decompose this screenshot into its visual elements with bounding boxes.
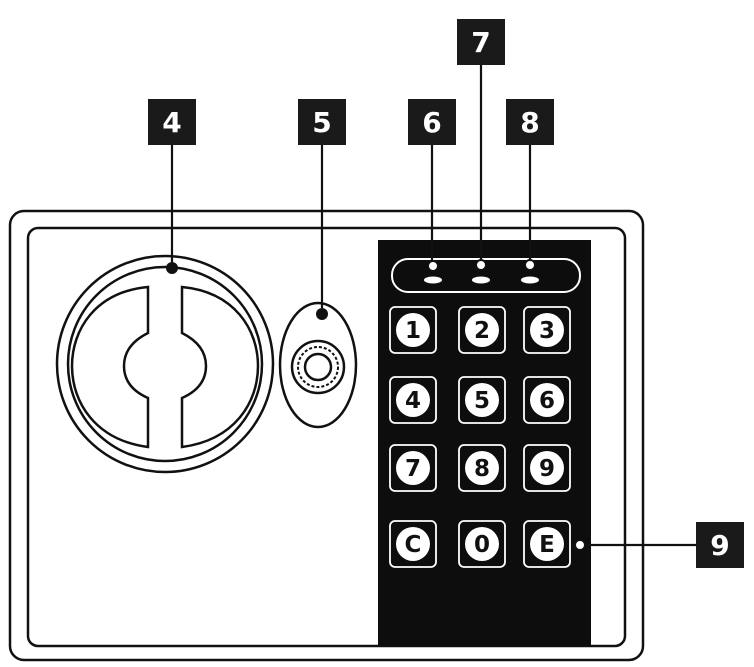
keypad-key-face — [530, 313, 564, 347]
keypad-key-label: 1 — [405, 318, 421, 344]
keypad-key-3[interactable]: 3 — [523, 306, 571, 354]
keypad-key-label: 7 — [405, 456, 421, 482]
callout-9-box — [696, 522, 744, 568]
keypad-key-label: 5 — [474, 388, 490, 414]
indicator-center-light — [472, 276, 490, 284]
keypad-panel — [378, 240, 591, 646]
callout-9: 9 — [696, 522, 744, 568]
keypad-key-label: 9 — [539, 456, 555, 482]
key-lock-outer-ring — [290, 339, 346, 395]
keypad-keys: 1 2 3 4 5 6 7 8 9C 0 E — [389, 306, 571, 568]
keypad-key-face — [465, 313, 499, 347]
indicator-left-dot — [427, 260, 439, 272]
callout-5-label: 5 — [312, 106, 331, 139]
keypad-key-1[interactable]: 1 — [389, 306, 437, 354]
indicator-center-dot — [475, 259, 487, 271]
keypad-key-6[interactable]: 6 — [523, 376, 571, 424]
keypad-key-face — [396, 383, 430, 417]
callout-4-box — [148, 99, 196, 145]
indicator-window — [391, 258, 581, 293]
indicator-right-light — [521, 276, 539, 284]
keypad-key-face — [396, 313, 430, 347]
callout-7-label: 7 — [471, 26, 490, 59]
keypad-key-label: 3 — [539, 318, 555, 344]
callout-6-box — [408, 99, 456, 145]
keypad-key-c[interactable]: C — [389, 520, 437, 568]
callout-9-label: 9 — [710, 529, 729, 562]
handle[interactable] — [55, 254, 275, 474]
safe-door — [26, 226, 627, 648]
keypad-key-2[interactable]: 2 — [458, 306, 506, 354]
key-cylinder — [303, 352, 333, 382]
callout-7-box — [457, 19, 505, 65]
keypad-key-label: 4 — [405, 388, 421, 414]
leader-lines — [170, 65, 696, 547]
keypad-key-label: 8 — [474, 456, 490, 482]
safe-outer-frame — [8, 209, 645, 662]
callout-7: 7 — [457, 19, 505, 65]
keypad-key-label: C — [405, 532, 422, 558]
indicator-right-dot — [524, 259, 536, 271]
callout-6: 6 — [408, 99, 456, 145]
handle-callout-dot — [166, 262, 178, 274]
keypad-key-face — [530, 451, 564, 485]
keypad-key-e[interactable]: E — [523, 520, 571, 568]
key-lock[interactable] — [278, 301, 358, 429]
keypad-key-label: 0 — [474, 532, 490, 558]
keypad-key-face — [465, 451, 499, 485]
keypad-key-face — [465, 527, 499, 561]
callout-5: 5 — [298, 99, 346, 145]
callout-4-label: 4 — [162, 106, 181, 139]
keypad-key-face — [396, 451, 430, 485]
reset-button[interactable] — [574, 539, 586, 551]
callout-8-label: 8 — [520, 106, 539, 139]
indicator-left-light — [424, 276, 442, 284]
callout-8-box — [506, 99, 554, 145]
keypad-key-8[interactable]: 8 — [458, 444, 506, 492]
key-lock-ring-detail — [297, 346, 339, 388]
keypad-key-label: 2 — [474, 318, 490, 344]
handle-right-grip — [180, 285, 260, 449]
callout-6-label: 6 — [422, 106, 441, 139]
handle-inner-ring — [66, 265, 264, 463]
keypad-key-7[interactable]: 7 — [389, 444, 437, 492]
keypad-key-0[interactable]: 0 — [458, 520, 506, 568]
keypad-key-label: E — [539, 532, 555, 558]
callout-4: 4 — [148, 99, 196, 145]
keypad-key-face — [530, 527, 564, 561]
callout-5-box — [298, 99, 346, 145]
keypad-key-face — [530, 383, 564, 417]
indicator-right — [521, 259, 539, 284]
keypad-key-5[interactable]: 5 — [458, 376, 506, 424]
callout-8: 8 — [506, 99, 554, 145]
key-lock-callout-dot — [316, 308, 328, 320]
handle-left-grip — [70, 285, 150, 449]
keypad-key-9[interactable]: 9 — [523, 444, 571, 492]
keypad-key-face — [465, 383, 499, 417]
keypad-key-4[interactable]: 4 — [389, 376, 437, 424]
keypad-key-label: 6 — [539, 388, 555, 414]
keypad-key-face — [396, 527, 430, 561]
